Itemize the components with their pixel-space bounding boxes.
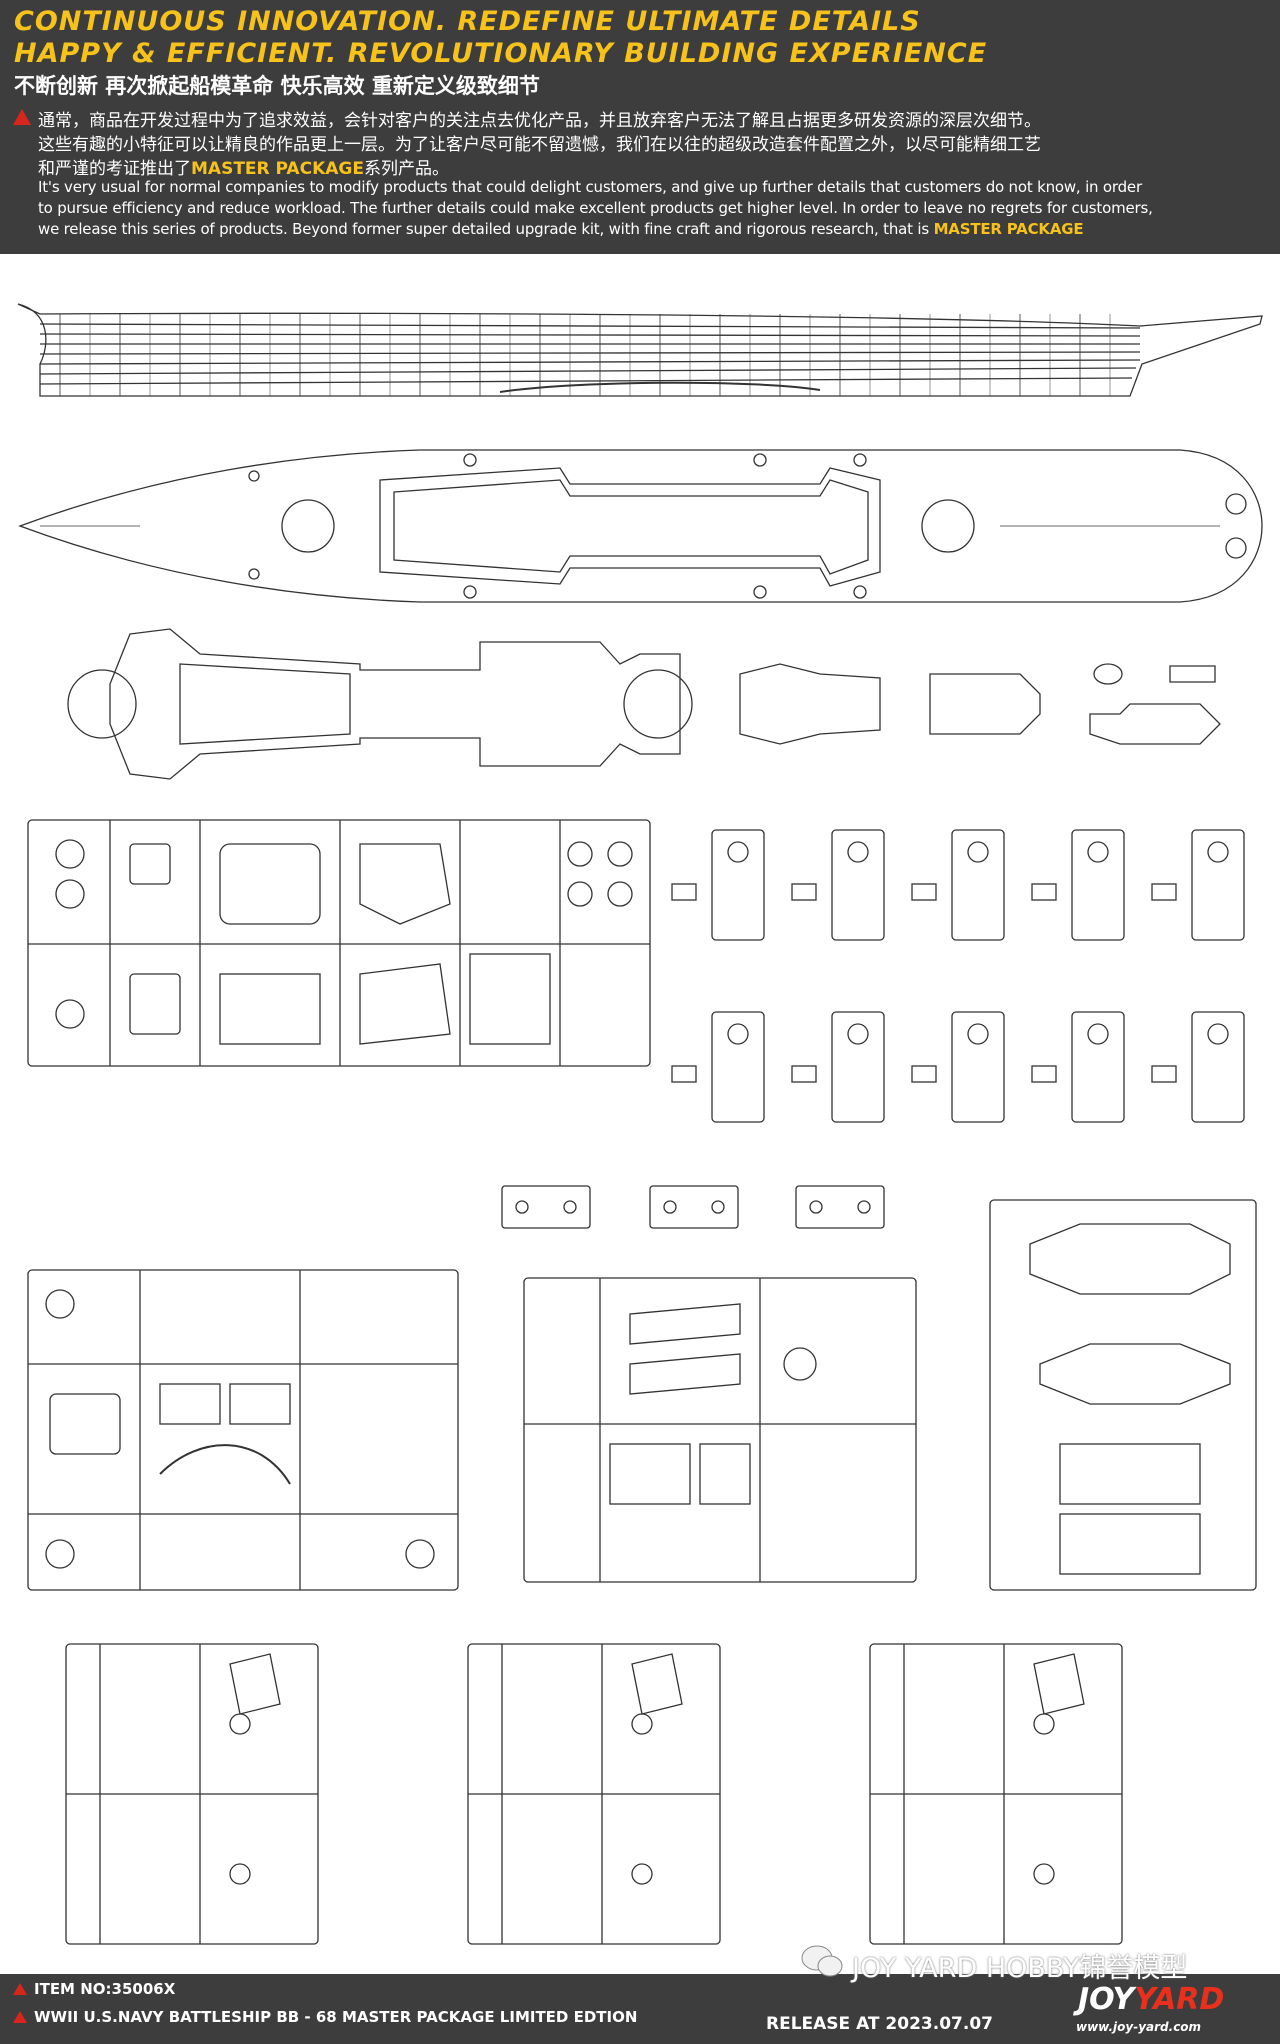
headline-2: HAPPY & EFFICIENT. REVOLUTIONARY BUILDIN… bbox=[14, 38, 988, 69]
main-deck-top-view bbox=[18, 449, 1263, 603]
zh-paragraph-line-1: 通常，商品在开发过程中为了追求效益，会针对客户的关注点去优化产品，并且放弃客户无… bbox=[38, 111, 1041, 131]
logo-yard: YARD bbox=[1134, 1982, 1225, 2017]
headline-1: CONTINUOUS INNOVATION. REDEFINE ULTIMATE… bbox=[14, 6, 921, 37]
zh-line-3-text: 和严谨的考证推出了 bbox=[38, 159, 191, 179]
footer-bar: ITEM NO:35006X WWII U.S.NAVY BATTLESHIP … bbox=[0, 1945, 1280, 2044]
zh-paragraph-line-3: 和严谨的考证推出了MASTER PACKAGE系列产品。 bbox=[38, 154, 449, 179]
warning-triangle-icon bbox=[13, 2011, 27, 2023]
en-paragraph-line-1: It's very usual for normal companies to … bbox=[38, 178, 1142, 196]
sprue-turret-frames bbox=[671, 829, 1245, 1123]
product-name: WWII U.S.NAVY BATTLESHIP BB - 68 MASTER … bbox=[34, 2008, 638, 2026]
en-line-3-text: we release this series of products. Beyo… bbox=[38, 220, 934, 238]
joy-yard-logo: JOYYARD bbox=[1078, 1982, 1224, 2017]
sprue-d bbox=[989, 1199, 1257, 1591]
warning-triangle-icon bbox=[13, 109, 31, 125]
sprue-b bbox=[27, 1269, 459, 1591]
item-number: ITEM NO:35006X bbox=[34, 1980, 176, 1998]
zh-line-3-tail: 系列产品。 bbox=[363, 159, 449, 179]
warning-triangle-icon bbox=[13, 1983, 27, 1995]
hull-side-view bbox=[17, 303, 1263, 397]
website-url: www.joy-yard.com bbox=[1076, 2020, 1202, 2034]
sprue-a bbox=[27, 819, 651, 1067]
en-paragraph-line-3: we release this series of products. Beyo… bbox=[38, 220, 1084, 238]
logo-joy: JOY bbox=[1078, 1982, 1135, 2017]
en-paragraph-line-2: to pursue efficiency and reduce workload… bbox=[38, 199, 1153, 217]
wechat-icon bbox=[801, 1945, 843, 1977]
master-package-highlight-en: MASTER PACKAGE bbox=[933, 220, 1084, 238]
brand-watermark: JOY YARD HOBBY锦誉模型 bbox=[852, 1953, 1188, 1984]
parts-line-drawing bbox=[17, 303, 1263, 1945]
master-package-highlight-zh: MASTER PACKAGE bbox=[191, 159, 364, 179]
release-date: RELEASE AT 2023.07.07 bbox=[766, 2014, 993, 2034]
sprue-e-set bbox=[65, 1643, 1123, 1945]
subtitle-zh: 不断创新 再次掀起船模革命 快乐高效 重新定义级致细节 bbox=[14, 74, 540, 98]
superstructure-deck-pieces bbox=[67, 628, 1221, 780]
header-banner: CONTINUOUS INNOVATION. REDEFINE ULTIMATE… bbox=[0, 0, 1280, 254]
sprue-c bbox=[523, 1277, 917, 1583]
small-sprues bbox=[501, 1185, 885, 1229]
zh-paragraph-line-2: 这些有趣的小特征可以让精良的作品更上一层。为了让客户尽可能不留遗憾，我们在以往的… bbox=[38, 135, 1041, 155]
